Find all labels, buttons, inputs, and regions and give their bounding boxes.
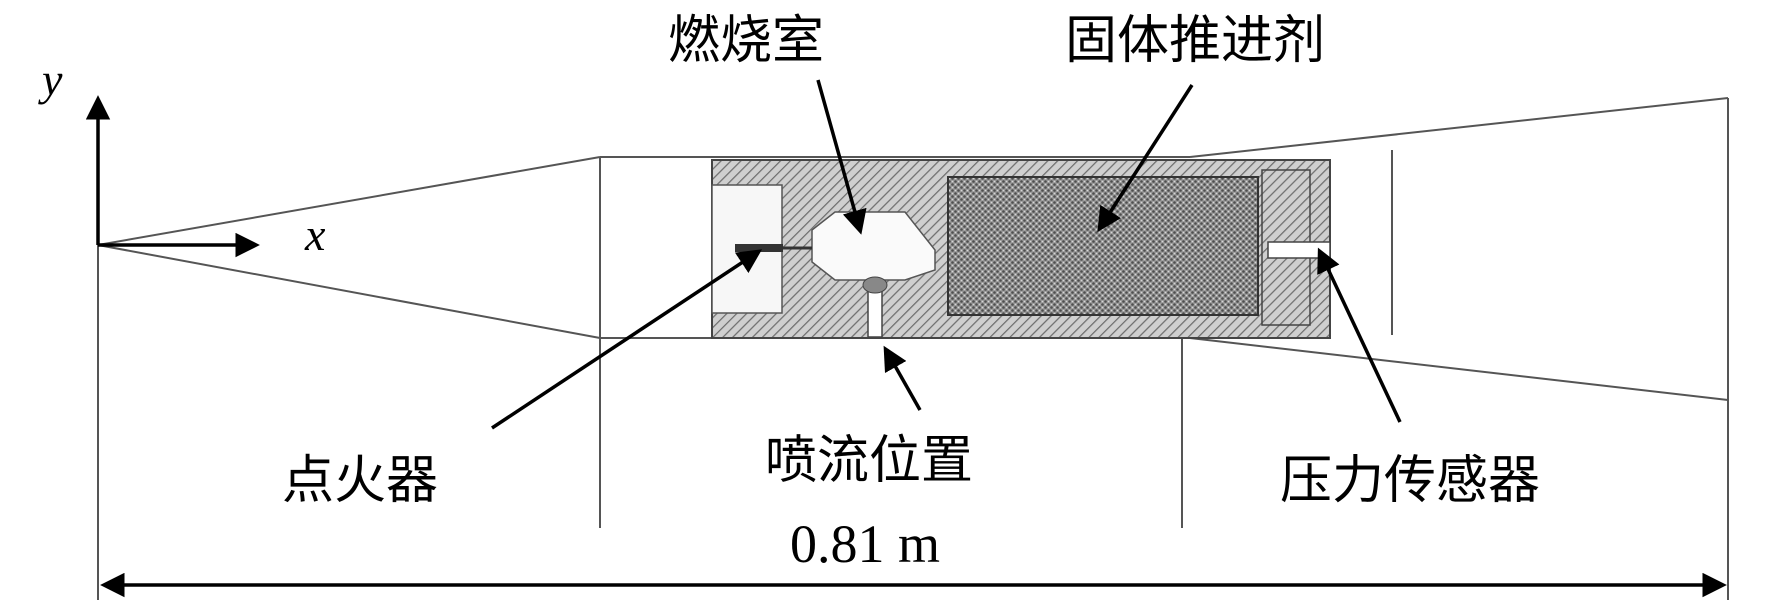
label-solid-propellant: 固体推进剂 — [1065, 11, 1325, 71]
igniter-element — [735, 244, 783, 252]
combustion-chamber-cavity — [811, 211, 936, 281]
leader-igniter — [491, 249, 763, 430]
leader-solid-propellant — [1097, 84, 1194, 233]
coordinate-axes: y x — [38, 54, 326, 260]
label-jet-position: 喷流位置 — [765, 431, 973, 491]
propellant-grain — [947, 176, 1259, 316]
length-label: 0.81 m — [790, 514, 940, 574]
x-axis-label: x — [304, 209, 326, 260]
y-axis-label: y — [38, 54, 63, 105]
leader-pressure-sensor — [1317, 247, 1402, 423]
leader-combustion-chamber — [816, 79, 867, 235]
motor-section — [711, 159, 1331, 339]
length-dimension: 0.81 m — [100, 514, 1727, 598]
label-pressure-sensor: 压力传感器 — [1280, 451, 1540, 511]
label-combustion-chamber: 燃烧室 — [668, 11, 824, 71]
leader-jet-position — [883, 345, 922, 411]
callout-leaders — [491, 79, 1402, 430]
label-igniter: 点火器 — [282, 451, 438, 511]
